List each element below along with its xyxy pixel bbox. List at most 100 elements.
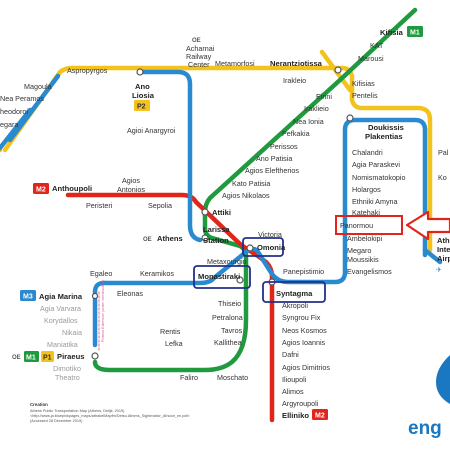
label-pefkakia: Pefkakia: [282, 129, 310, 138]
label-athens: Athens: [157, 234, 183, 243]
label-right-ath-3: Airp: [437, 254, 450, 263]
svg-text:P2: P2: [137, 104, 146, 111]
highlight-box-panormou: [335, 215, 403, 235]
arrow-left-icon: [405, 210, 450, 241]
label-marousi: Marousi: [358, 54, 384, 63]
label-ilioupoli: Ilioupoli: [282, 375, 307, 384]
label-metaxourgio: Metaxourgio: [207, 257, 247, 266]
label-dimotiko-1: Dimotiko: [53, 364, 81, 373]
svg-text:P1: P1: [43, 355, 52, 362]
label-magoula: Magoula: [24, 82, 52, 91]
station-marker-omonia: [246, 244, 254, 252]
label-right-pal: Pal: [438, 148, 449, 157]
suburban-rail-line: [0, 65, 433, 253]
badge-m1-piraeus: M1: [24, 351, 39, 362]
label-syntagma: Syntagma: [276, 289, 313, 298]
station-marker-agia-marina: [91, 292, 99, 300]
badge-m1-kifisia: M1: [407, 26, 423, 37]
caption-title: Creation: [30, 402, 48, 407]
label-megara: egara: [0, 120, 18, 129]
label-egaleo: Egaleo: [90, 269, 112, 278]
label-nea-ionia: Nea Ionia: [293, 117, 324, 126]
label-right-ko: Ko: [438, 173, 447, 182]
caption-line-1: Athens Public Transportation Map (Athens…: [30, 409, 125, 413]
label-agios-eleftherios: Agios Eleftherios: [245, 166, 299, 175]
label-agios-dimitrios: Agios Dimitrios: [282, 363, 330, 372]
label-panepistimio: Panepistimio: [283, 267, 324, 276]
svg-text:M1: M1: [26, 355, 36, 362]
label-tram-extension: Piraeus Extension (under construction): [101, 280, 105, 342]
label-eleonas: Eleonas: [117, 289, 143, 298]
label-korydallos: Korydallos: [44, 316, 78, 325]
label-rentis: Rentis: [160, 327, 181, 336]
station-marker-metamorfosi: [136, 68, 144, 76]
label-doukissis-1: Doukissis: [368, 123, 404, 132]
label-agios-antonios-2: Antonios: [117, 185, 145, 194]
label-right-ath-1: Ath: [437, 236, 450, 245]
label-agia-paraskevi: Agia Paraskevi: [352, 160, 400, 169]
station-marker-nerantziotissa: [334, 66, 342, 74]
label-keramikos: Keramikos: [140, 269, 174, 278]
label-aspropyrgos: Aspropyrgos: [67, 66, 108, 75]
label-attiki: Attiki: [212, 208, 231, 217]
badge-m3-agia-marina: M3: [20, 290, 36, 301]
badge-m2-elliniko: M2: [312, 409, 328, 420]
suburban-rail-icon: OE: [192, 38, 201, 44]
label-agios-nikolaos: Agios Nikolaos: [222, 191, 270, 200]
label-ambelokipi: Ambelokipi: [347, 234, 383, 243]
label-victoria: Victoria: [258, 230, 282, 239]
label-kat: KAT: [370, 41, 384, 50]
suburban-rail-icon: OE: [143, 237, 152, 243]
label-megaro-1: Megaro: [347, 246, 371, 255]
label-larissa-1: Larissa: [203, 225, 230, 234]
station-marker-larissa: [201, 234, 209, 242]
line-m3-blue: [92, 117, 428, 348]
label-akropoli: Akropoli: [282, 301, 308, 310]
label-monastiraki: Monastiraki: [198, 272, 240, 281]
label-acharnai-1: Acharnai: [186, 44, 215, 53]
label-elliniko: Elliniko: [282, 411, 309, 420]
label-neos-kosmos: Neos Kosmos: [282, 326, 327, 335]
suburban-rail-icon: OE: [12, 355, 21, 361]
label-agioi-anargyroi: Agioi Anargyroi: [127, 126, 176, 135]
label-ano-liosia-1: Ano: [135, 82, 150, 91]
svg-text:M2: M2: [36, 187, 46, 194]
suburban-rail-left-branch: [7, 73, 61, 143]
label-ano-patisia: Ano Patisia: [256, 154, 292, 163]
label-nomismatokopio: Nomismatokopio: [352, 173, 406, 182]
highlight-box-monastiraki: [193, 265, 251, 289]
label-anthoupoli: Anthoupoli: [52, 184, 92, 193]
suburban-blue-loop: [137, 69, 203, 243]
label-iraklieio: Iraklieio: [304, 104, 329, 113]
label-agios-antonios-1: Agios: [122, 176, 140, 185]
label-syngrou-fix: Syngrou Fix: [282, 313, 321, 322]
highlight-box-omonia: [242, 237, 284, 257]
label-metamorfosi: Metamorfosi: [215, 59, 255, 68]
label-lefka: Lefka: [165, 339, 183, 348]
label-maniatika: Maniatika: [47, 340, 78, 349]
svg-text:M1: M1: [410, 30, 420, 37]
badge-p2: P2: [134, 100, 150, 111]
brand-logo-shape: [436, 355, 450, 404]
label-kallithea: Kallithea: [214, 338, 242, 347]
svg-text:M3: M3: [23, 294, 33, 301]
caption-line-3: (Accessed 28 December 2019): [30, 419, 83, 423]
label-alimos: Alimos: [282, 387, 304, 396]
label-theodoroi: heodoroi: [0, 107, 28, 116]
caption-line-2: <http://www.ja.bluepinkpages_maps/attrak…: [30, 414, 191, 418]
label-sepolia: Sepolia: [148, 201, 172, 210]
label-nea-peramos: Nea Peramos: [0, 94, 44, 103]
label-thiseio: Thiseio: [218, 299, 241, 308]
badge-p1-piraeus: P1: [41, 351, 54, 362]
line-m3-blue-airport: [422, 247, 443, 265]
label-kato-patisia: Kato Patisia: [232, 179, 270, 188]
label-ano-liosia-2: Liosia: [132, 91, 155, 100]
label-megaro-2: Moussikis: [347, 255, 379, 264]
label-nikaia: Nikaia: [62, 328, 82, 337]
label-perissos: Perissos: [270, 142, 298, 151]
label-right-ath-2: Inte: [437, 245, 450, 254]
label-peristeri: Peristeri: [86, 201, 113, 210]
label-larissa-2: Station: [203, 236, 229, 245]
badge-m2-anthoupoli: M2: [33, 183, 49, 194]
